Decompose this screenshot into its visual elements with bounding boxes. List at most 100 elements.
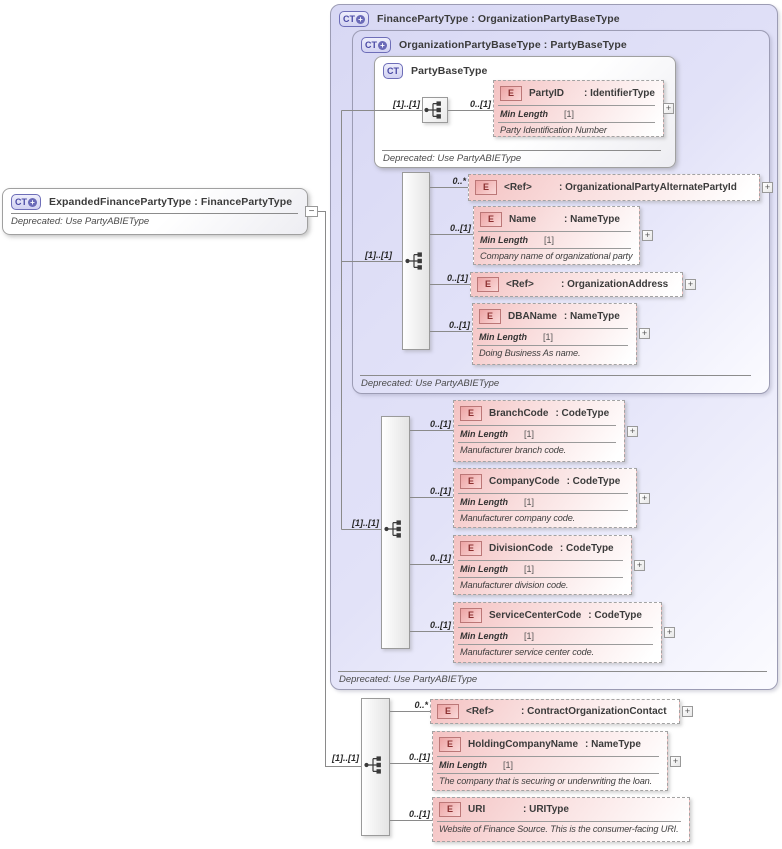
facet-value: [1]: [544, 235, 555, 245]
cardinality-label: [1]..[1]: [365, 250, 392, 260]
cardinality-label: [1]..[1]: [393, 99, 420, 109]
facet-label: Min Length: [480, 235, 528, 245]
element-name: <Ref>: [466, 706, 494, 717]
complex-type-badge-icon: CT+: [11, 194, 41, 210]
cardinality-label: 0..[1]: [429, 419, 451, 429]
expand-button[interactable]: +: [682, 706, 693, 717]
cardinality-label: 0..[1]: [429, 486, 451, 496]
expand-button[interactable]: +: [639, 493, 650, 504]
badge-label: CT: [15, 197, 27, 207]
badge-plus-icon: +: [378, 40, 387, 50]
element-type: : NameType: [585, 738, 641, 750]
cardinality-label: 0..[1]: [408, 809, 430, 819]
cardinality-label: 0..[1]: [469, 99, 491, 109]
box-title: FinancePartyType : OrganizationPartyBase…: [377, 13, 620, 25]
element-box-ref-organizationaddress[interactable]: E<Ref>: OrganizationAddress: [470, 272, 683, 297]
element-type: : NameType: [563, 310, 620, 322]
element-type: : OrganizationalPartyAlternatePartyId: [559, 182, 737, 193]
facet-label: Min Length: [460, 429, 508, 439]
expand-button[interactable]: +: [663, 103, 674, 114]
facet-label: Min Length: [460, 564, 508, 574]
facet-label: Min Length: [460, 631, 508, 641]
collapse-button[interactable]: −: [305, 206, 318, 217]
cardinality-label: [1]..[1]: [352, 518, 379, 528]
element-box-ref-contractorganizationcontact[interactable]: E <Ref> : ContractOrganizationContact: [430, 699, 680, 724]
box-title: PartyBaseType: [411, 65, 488, 77]
facet-value: [1]: [503, 760, 514, 770]
element-badge-icon: E: [460, 473, 482, 489]
sequence-bar: [381, 416, 410, 649]
element-type: : CodeType: [555, 407, 610, 419]
deprecated-note: Deprecated: Use PartyABIEType: [11, 213, 298, 227]
expand-button[interactable]: +: [639, 328, 650, 339]
deprecated-note: Deprecated: Use PartyABIEType: [382, 150, 661, 164]
element-name: PartyID: [529, 87, 565, 99]
facet-value: [1]: [524, 497, 535, 507]
facet-label: Min Length: [460, 497, 508, 507]
sequence-icon[interactable]: [405, 250, 427, 272]
element-box-partyid[interactable]: E PartyID : IdentifierType Min Length [1] P…: [493, 80, 664, 137]
expand-button[interactable]: +: [685, 279, 696, 290]
expand-button[interactable]: +: [664, 627, 675, 638]
element-name: <Ref>: [504, 182, 532, 193]
element-name: DivisionCode: [489, 542, 553, 554]
element-badge-icon: E: [437, 704, 459, 719]
cardinality-label: 0..[1]: [429, 620, 451, 630]
expand-button[interactable]: +: [627, 426, 638, 437]
box-header: CT+ ExpandedFinancePartyType : FinancePa…: [3, 189, 307, 210]
element-box-ref-alternatepartyid[interactable]: E<Ref>: OrganizationalPartyAlternatePart…: [468, 174, 760, 201]
element-badge-icon: E: [479, 308, 501, 324]
element-type: : CodeType: [588, 609, 642, 621]
element-badge-icon: E: [439, 736, 461, 752]
sequence-icon[interactable]: [364, 754, 386, 776]
element-badge-icon: E: [439, 802, 461, 817]
element-name: DBAName: [508, 310, 557, 322]
expand-button[interactable]: +: [670, 756, 681, 767]
complextype-box-expandedfinancepartytype[interactable]: CT+ ExpandedFinancePartyType : FinancePa…: [2, 188, 308, 235]
element-name: ServiceCenterCode: [489, 609, 582, 621]
element-type: : CodeType: [566, 475, 621, 487]
box-header: CT+ FinancePartyType : OrganizationParty…: [331, 5, 777, 27]
element-type: : ContractOrganizationContact: [521, 706, 667, 717]
cardinality-label: 0..*: [452, 176, 466, 186]
box-title: ExpandedFinancePartyType : FinancePartyT…: [49, 196, 293, 208]
badge-label: CT: [387, 66, 399, 76]
facet-value: [1]: [564, 109, 575, 119]
element-badge-icon: E: [480, 211, 502, 227]
element-badge-icon: E: [460, 405, 482, 421]
element-doc: The company that is securing or underwri…: [437, 773, 659, 786]
expand-button[interactable]: +: [762, 182, 773, 193]
expand-button[interactable]: +: [634, 560, 645, 571]
facet-label: Min Length: [439, 760, 487, 770]
facet-label: Min Length: [500, 109, 548, 119]
sequence-icon[interactable]: [384, 518, 406, 540]
element-type: : IdentifierType: [584, 87, 655, 99]
element-doc: Manufacturer division code.: [458, 577, 623, 590]
expand-button[interactable]: +: [642, 230, 653, 241]
sequence-compositor[interactable]: [422, 97, 448, 123]
element-type: : NameType: [564, 213, 620, 225]
deprecated-note: Deprecated: Use PartyABIEType: [360, 375, 751, 389]
element-name: URI: [468, 804, 486, 815]
element-doc: Party Identification Number: [498, 122, 655, 135]
badge-label: CT: [365, 40, 377, 50]
badge-plus-icon: +: [28, 197, 37, 207]
element-doc: Manufacturer company code.: [458, 510, 628, 523]
element-name: BranchCode: [489, 407, 549, 419]
element-badge-icon: E: [477, 277, 499, 292]
cardinality-label: 0..[1]: [429, 553, 451, 563]
complex-type-badge-icon: CT+: [361, 37, 391, 53]
element-doc: Manufacturer branch code.: [458, 442, 616, 455]
badge-label: CT: [343, 14, 355, 24]
cardinality-label: 0..[1]: [408, 752, 430, 762]
element-badge-icon: E: [500, 85, 522, 101]
